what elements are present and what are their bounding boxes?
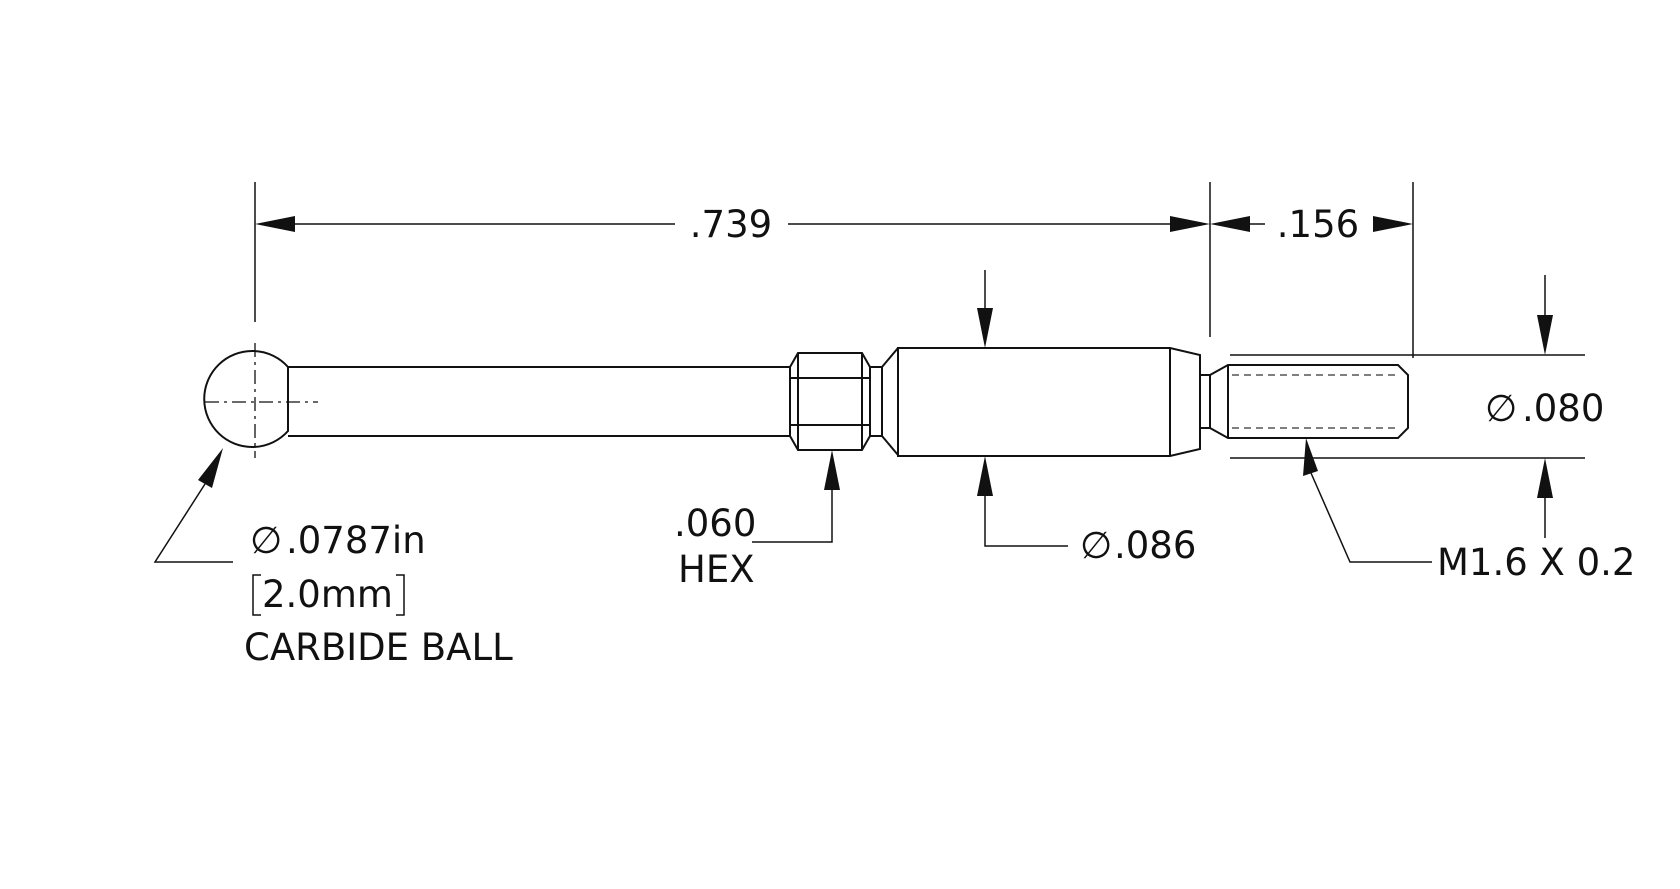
ball-mm-bracket-left xyxy=(252,574,261,616)
body-diameter-label: .086 xyxy=(1114,524,1196,567)
ball-mm-bracket-right xyxy=(396,574,405,616)
thread-diameter-label: .080 xyxy=(1522,387,1604,430)
thread-length-label: .156 xyxy=(1277,203,1359,246)
ball-material-label: CARBIDE BALL xyxy=(244,626,513,669)
ball-centerlines xyxy=(205,343,318,458)
stylus-part-outline xyxy=(203,347,1409,457)
thread-spec-callout: M1.6 X 0.2 xyxy=(1303,438,1635,584)
thread-minor-diameter xyxy=(1232,374,1396,429)
body-diameter-dimension: ∅ .086 xyxy=(977,270,1196,567)
threaded-portion xyxy=(1209,364,1409,439)
thread-length-dimension: .156 xyxy=(1210,203,1413,246)
thread-spec-label: M1.6 X 0.2 xyxy=(1437,541,1635,584)
hex-size-callout: .060 HEX xyxy=(674,450,840,591)
hex-size-value: .060 xyxy=(674,502,756,545)
stem xyxy=(288,366,790,437)
thread-diameter-symbol: ∅ xyxy=(1485,387,1517,430)
ball-callout: ∅ .0787in 2.0mm CARBIDE BALL xyxy=(153,448,513,669)
overall-length-dimension: .739 xyxy=(255,203,1210,246)
hex-size-label: HEX xyxy=(678,548,755,591)
relief-groove xyxy=(1200,374,1211,429)
overall-length-label: .739 xyxy=(690,203,772,246)
main-body xyxy=(897,347,1201,457)
ball-diameter-mm: 2.0mm xyxy=(262,573,393,616)
hex-section xyxy=(782,352,871,451)
ball-diameter-symbol: ∅ xyxy=(250,519,282,562)
carbide-ball xyxy=(203,350,289,448)
neck xyxy=(870,347,899,456)
extension-lines xyxy=(254,182,1585,459)
body-diameter-symbol: ∅ xyxy=(1080,524,1112,567)
ball-diameter-inch: .0787in xyxy=(286,519,426,562)
thread-diameter-dimension: ∅ .080 xyxy=(1485,275,1604,538)
